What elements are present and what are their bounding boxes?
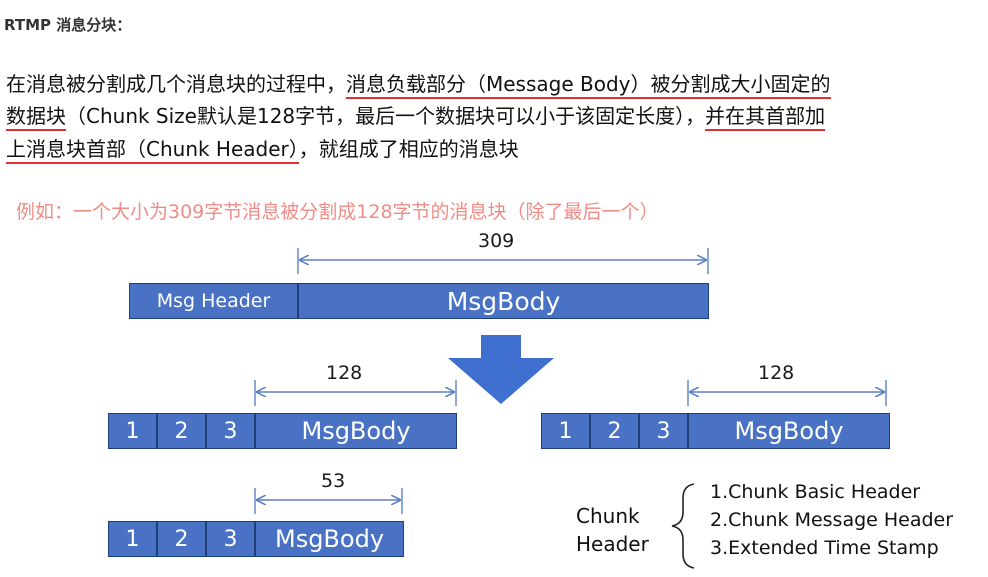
original-message-bar: Msg Header MsgBody <box>129 283 709 319</box>
size-label-chunk-2: 128 <box>758 362 795 384</box>
chunk-header-item: 1.Chunk Basic Header <box>710 481 921 503</box>
section-title: RTMP 消息分块： <box>4 16 132 34</box>
size-label-309: 309 <box>478 230 515 252</box>
msg-body-block: MsgBody <box>298 283 709 319</box>
dimension-chunk-1 <box>254 380 457 406</box>
chunk-header-label-line-1: Chunk <box>576 504 640 528</box>
chunk-header-cell-1: 1 <box>108 521 157 557</box>
chunk-header-cell-3: 3 <box>206 413 255 449</box>
paragraph-highlight: 并在其首部加 <box>705 104 826 131</box>
paragraph-text: ，就组成了相应的消息块 <box>298 137 519 161</box>
paragraph-line-3: 上消息块首部（Chunk Header），就组成了相应的消息块 <box>6 134 519 164</box>
paragraph-highlight: 数据块 <box>6 104 66 131</box>
size-label-chunk-3: 53 <box>321 470 346 492</box>
paragraph-line-1: 在消息被分割成几个消息块的过程中，消息负载部分（Message Body）被分割… <box>6 69 831 99</box>
chunk-header-list: 1.Chunk Basic Header 2.Chunk Message Hea… <box>710 478 953 562</box>
chunk-header-cell-2: 2 <box>157 521 206 557</box>
paragraph-line-2: 数据块（Chunk Size默认是128字节，最后一个数据块可以小于该固定长度）… <box>6 101 826 131</box>
paragraph-highlight: 消息负载部分（Message Body）被分割成大小固定的 <box>346 72 831 99</box>
paragraph-highlight: 上消息块首部（Chunk Header） <box>6 137 299 164</box>
chunk-header-cell-1: 1 <box>108 413 157 449</box>
chunk-body-block: MsgBody <box>255 413 457 449</box>
paragraph-text: 在消息被分割成几个消息块的过程中， <box>6 72 346 96</box>
down-arrow-icon <box>448 335 554 404</box>
curly-brace-icon <box>671 483 695 569</box>
chunk-bar-1: 1 2 3 MsgBody <box>108 413 457 449</box>
chunk-body-block: MsgBody <box>255 521 404 557</box>
chunk-header-label: Chunk Header <box>576 502 649 558</box>
dimension-309 <box>297 248 709 274</box>
chunk-header-cell-2: 2 <box>590 413 639 449</box>
chunk-bar-2: 1 2 3 MsgBody <box>541 413 890 449</box>
paragraph-text: （Chunk Size默认是128字节，最后一个数据块可以小于该固定长度）， <box>66 104 706 128</box>
chunk-header-cell-1: 1 <box>541 413 590 449</box>
chunk-header-item: 2.Chunk Message Header <box>710 509 954 531</box>
chunk-header-cell-3: 3 <box>206 521 255 557</box>
chunk-body-block: MsgBody <box>688 413 890 449</box>
chunk-bar-3: 1 2 3 MsgBody <box>108 521 404 557</box>
size-label-chunk-1: 128 <box>326 362 363 384</box>
chunk-header-cell-2: 2 <box>157 413 206 449</box>
chunk-header-label-line-2: Header <box>576 532 649 556</box>
example-caption: 例如：一个大小为309字节消息被分割成128字节的消息块（除了最后一个） <box>16 201 659 223</box>
chunk-header-cell-3: 3 <box>639 413 688 449</box>
msg-header-block: Msg Header <box>129 283 298 319</box>
chunk-header-item: 3.Extended Time Stamp <box>710 537 939 559</box>
dimension-chunk-2 <box>687 380 887 406</box>
dimension-chunk-3 <box>254 488 403 514</box>
